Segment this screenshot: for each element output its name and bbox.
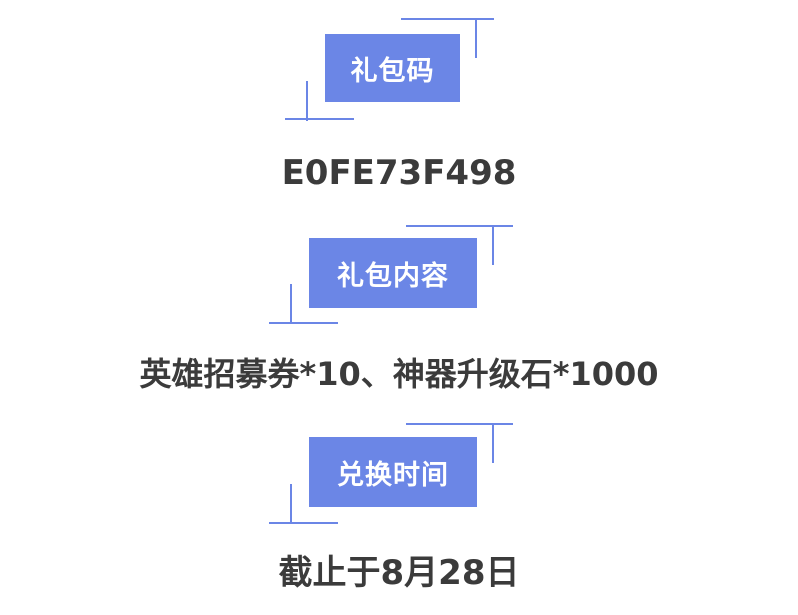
redeem-time-value: 截止于8月28日 [278,553,520,593]
corner-line-top-v [475,18,477,58]
corner-line-bottom-v [290,284,292,324]
corner-line-top-h [401,18,494,20]
corner-line-top-h [406,225,513,227]
redeem-time-label: 兑换时间 [309,437,477,507]
corner-line-top-h [406,423,513,425]
gift-content-value: 英雄招募券*10、神器升级石*1000 [139,355,659,393]
corner-line-top-v [492,225,494,265]
corner-line-bottom-v [290,484,292,524]
corner-line-top-v [492,423,494,463]
gift-code-label: 礼包码 [325,34,460,102]
corner-line-bottom-v [306,81,308,121]
corner-line-bottom-h [269,322,338,324]
corner-line-bottom-h [269,522,338,524]
gift-code-value: E0FE73F498 [281,153,517,193]
corner-line-bottom-h [285,118,354,120]
gift-content-label: 礼包内容 [309,238,477,308]
